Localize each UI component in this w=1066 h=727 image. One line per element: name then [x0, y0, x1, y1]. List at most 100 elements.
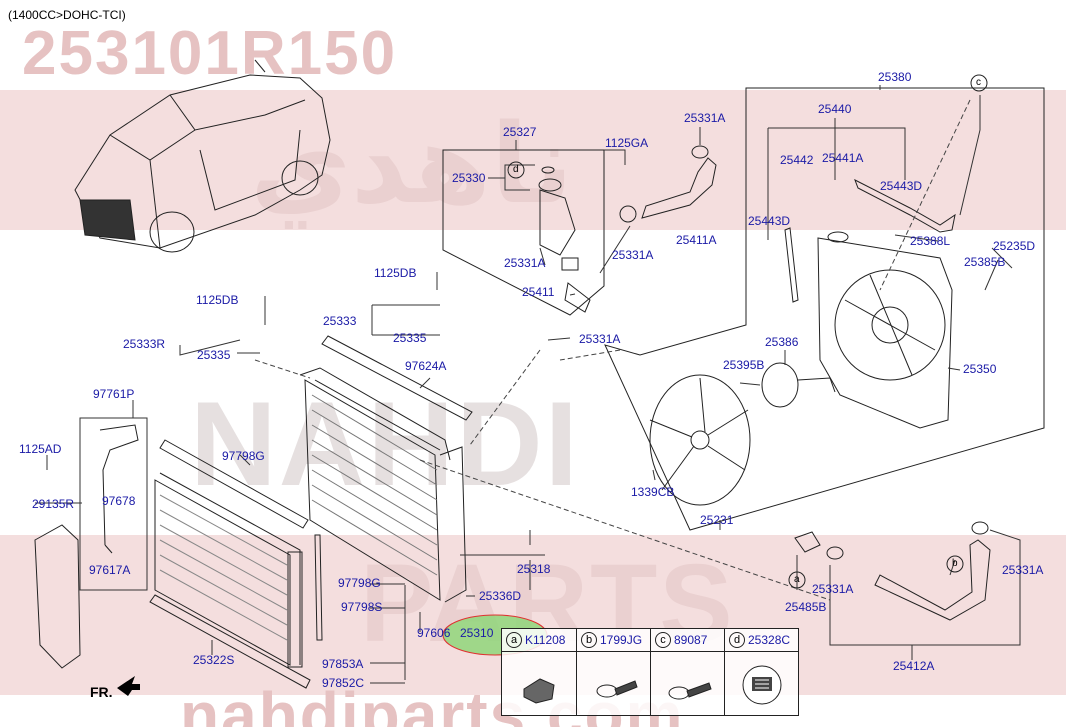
callout-97798G-b: 97798G — [338, 576, 381, 590]
legend-code-a: K11208 — [525, 633, 566, 647]
callout-25331A-mid: 25331A — [504, 256, 546, 270]
callout-25395B: 25395B — [723, 358, 765, 372]
callout-25322S: 25322S — [193, 653, 235, 667]
callout-1339CB: 1339CB — [631, 485, 675, 499]
callout-25411A: 25411A — [676, 233, 717, 247]
legend-cell-b: b 1799JG — [576, 629, 651, 715]
callout-25331A-top: 25331A — [684, 111, 726, 125]
callout-25412A: 25412A — [893, 659, 935, 673]
callout-25441A: 25441A — [822, 151, 864, 165]
legend-letter-d: d — [729, 632, 745, 648]
callout-25443D-l: 25443D — [748, 214, 791, 228]
callout-25327: 25327 — [503, 125, 537, 139]
bracket-icon — [523, 678, 555, 704]
legend-letter-a: a — [506, 632, 522, 648]
callout-25335-b: 25335 — [197, 348, 231, 362]
fan-motor — [761, 362, 799, 408]
reference-legend-table: a K11208 b 1799JG c 89087 — [501, 628, 799, 716]
callout-25386: 25386 — [765, 335, 799, 349]
cooling-fan — [649, 374, 751, 506]
callout-25318: 25318 — [517, 562, 551, 576]
seal-strip-97798G-vert — [314, 534, 323, 641]
callout-1125DB-b: 1125DB — [196, 293, 239, 307]
seal-strip-97798G — [159, 439, 309, 529]
callout-25440: 25440 — [818, 102, 852, 116]
callout-25333R: 25333R — [123, 337, 166, 351]
engine-spec-label: (1400CC>DOHC-TCI) — [8, 8, 126, 22]
legend-letter-c: c — [655, 632, 671, 648]
callout-97798G-a: 97798G — [222, 449, 265, 463]
callout-25411: 25411 — [522, 285, 555, 299]
callout-25231: 25231 — [700, 513, 734, 527]
lower-hose — [874, 539, 991, 621]
callout-1125DB-a: 1125DB — [374, 266, 417, 280]
callout-97761P: 97761P — [93, 387, 135, 401]
legend-cell-d: d 25328C — [724, 629, 799, 715]
upper-hose — [641, 157, 717, 219]
fan-assy-frame — [604, 87, 1045, 531]
callout-ref-c-top: c — [976, 77, 981, 88]
watermark-nahdi: NAHDI — [190, 377, 580, 511]
callout-25350: 25350 — [963, 362, 997, 376]
callout-25333: 25333 — [323, 314, 357, 328]
callout-25336D: 25336D — [479, 589, 522, 603]
callout-25442: 25442 — [780, 153, 814, 167]
legend-letter-b: b — [581, 632, 597, 648]
condenser — [154, 472, 303, 668]
callout-25331A-br: 25331A — [1002, 563, 1044, 577]
legend-header-b: b 1799JG — [577, 629, 651, 652]
watermark-part-number: 253101R150 — [22, 19, 398, 88]
front-direction-label: FR. — [90, 684, 113, 700]
callout-1125AD: 1125AD — [19, 442, 62, 456]
callout-25331A-bm: 25331A — [812, 582, 854, 596]
callout-25380: 25380 — [878, 70, 912, 84]
legend-header-c: c 89087 — [651, 629, 725, 652]
callout-25330: 25330 — [452, 171, 486, 185]
caution-label-icon — [742, 665, 782, 705]
callout-97678: 97678 — [102, 494, 136, 508]
callout-ref-a-mid: a — [794, 574, 800, 585]
callout-25443D-r: 25443D — [880, 179, 923, 193]
callout-97617A: 97617A — [89, 563, 131, 577]
legend-cell-a: a K11208 — [502, 629, 576, 715]
callout-97624A: 97624A — [405, 359, 447, 373]
seal-strip-97798S — [149, 594, 311, 689]
callout-25235D: 25235D — [993, 239, 1036, 253]
clip-icon — [668, 682, 712, 700]
callout-25385B: 25385B — [964, 255, 1006, 269]
reservoir-box — [442, 149, 605, 316]
legend-code-d: 25328C — [748, 633, 791, 647]
callout-97853A: 97853A — [322, 657, 364, 671]
fan-shroud — [817, 237, 953, 429]
seal-strip-97624A — [321, 335, 473, 421]
callout-25310: 25310 — [460, 626, 494, 640]
callout-25331A-lo: 25331A — [579, 332, 621, 346]
legend-code-c: 89087 — [674, 633, 708, 647]
legend-header-d: d 25328C — [725, 629, 799, 652]
callout-ref-b-mid: b — [952, 558, 958, 569]
car-silhouette — [74, 59, 331, 253]
front-arrow-icon — [117, 676, 140, 696]
bracket-97761P — [99, 424, 139, 546]
callout-29135R: 29135R — [32, 497, 75, 511]
watermark-arabic: ناهدي — [250, 100, 574, 228]
legend-code-b: 1799JG — [600, 633, 643, 647]
air-guard-29135R — [34, 524, 81, 669]
callout-25331A-mid2: 25331A — [612, 248, 654, 262]
hose-clamp-icon — [596, 680, 638, 698]
callout-25335-a: 25335 — [393, 331, 427, 345]
watermark-band-top — [0, 90, 1066, 230]
callout-1125GA: 1125GA — [605, 136, 649, 150]
callout-97798S: 97798S — [341, 600, 383, 614]
reservoir-body — [539, 189, 576, 256]
callout-97852C: 97852C — [322, 676, 365, 690]
legend-cell-c: c 89087 — [650, 629, 725, 715]
radiator-core — [299, 367, 467, 603]
callout-25388L: 25388L — [910, 234, 951, 248]
callout-25485B: 25485B — [785, 600, 827, 614]
legend-header-a: a K11208 — [502, 629, 576, 652]
callout-97606: 97606 — [417, 626, 451, 640]
callout-ref-d-top: d — [513, 164, 519, 175]
